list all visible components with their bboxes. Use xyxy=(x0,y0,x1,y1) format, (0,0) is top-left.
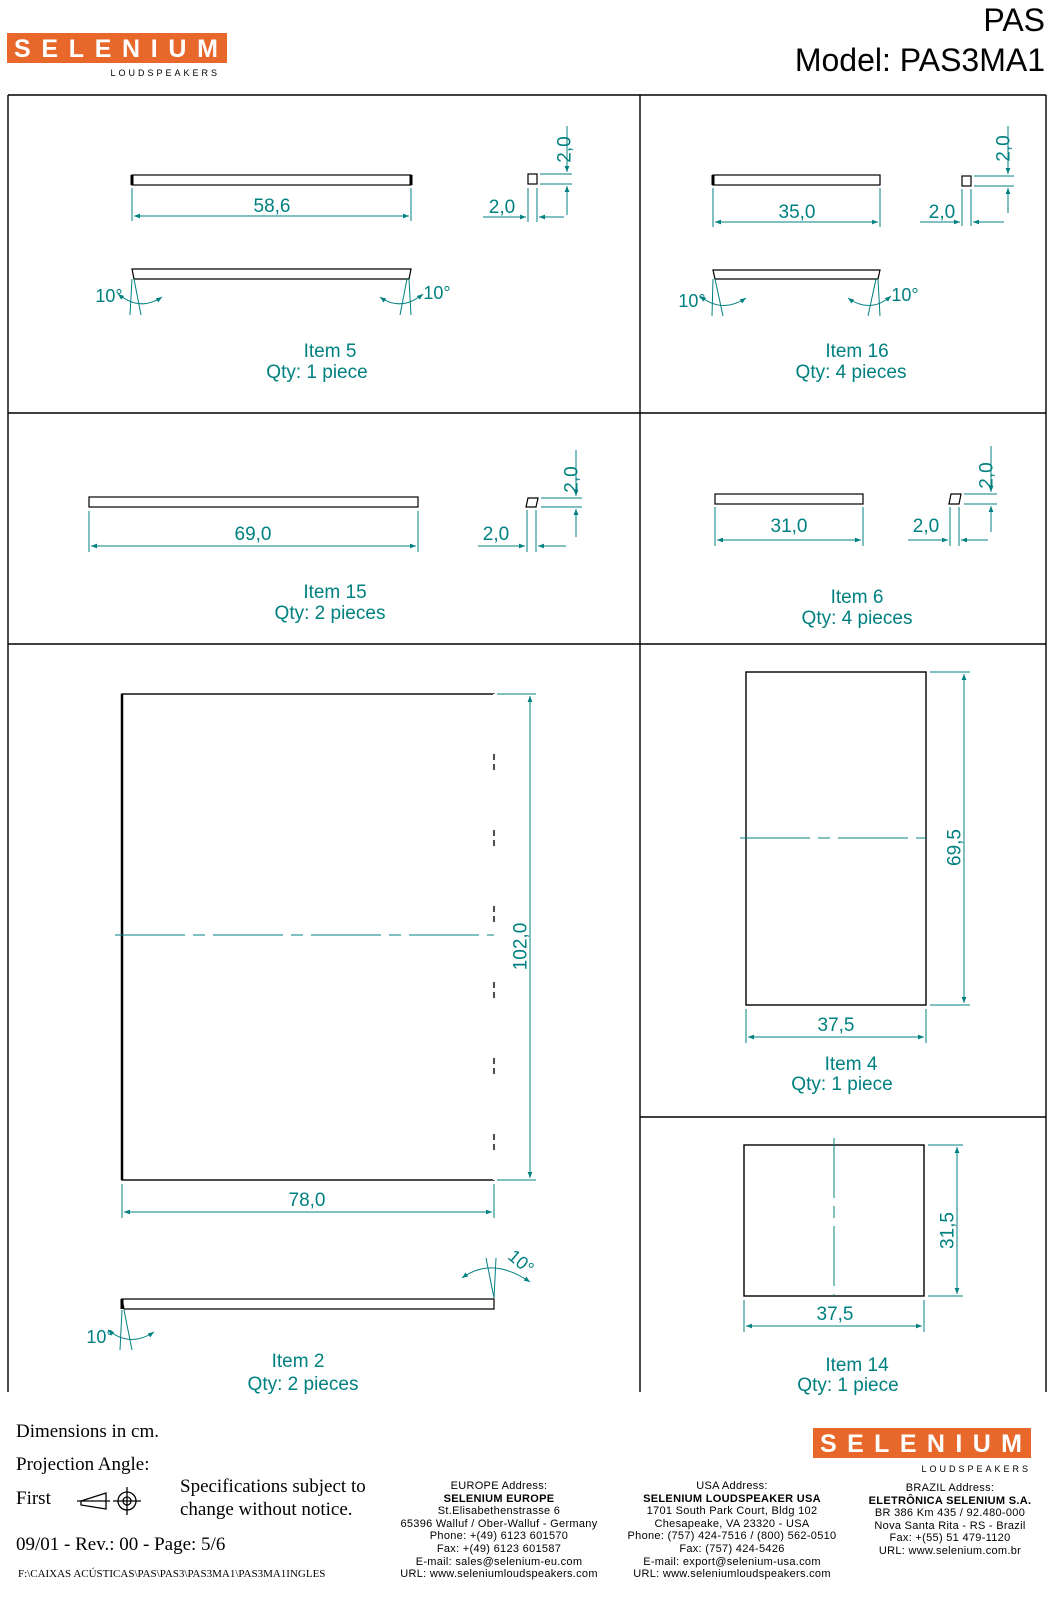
item16-name: Item 16 xyxy=(825,341,889,362)
frame-grid xyxy=(7,94,1047,1392)
item2-angle-left-label: 10° xyxy=(86,1327,114,1347)
projection-value: First xyxy=(16,1488,51,1509)
usa-label: USA Address: xyxy=(696,1480,768,1492)
projection-label: Projection Angle: xyxy=(16,1454,150,1475)
item14-drawing xyxy=(743,1138,963,1332)
model-title: Model: PAS3MA1 xyxy=(794,42,1045,78)
selenium-logo: SELENIUM LOUDSPEAKERS xyxy=(7,33,227,86)
spec-note-line1: Specifications subject to xyxy=(180,1476,366,1497)
item2-name: Item 2 xyxy=(271,1351,325,1372)
selenium-logo-footer: SELENIUM LOUDSPEAKERS xyxy=(813,1428,1033,1481)
item14-width-label: 37,5 xyxy=(816,1304,854,1325)
item4-width-label: 37,5 xyxy=(817,1015,855,1036)
item6-width-label: 2,0 xyxy=(912,516,940,537)
item15-thickness-label: 2,0 xyxy=(561,466,583,493)
item14-name: Item 14 xyxy=(825,1355,889,1376)
item5-width-label: 2,0 xyxy=(488,197,516,218)
brazil-line: Nova Santa Rita - RS - Brazil xyxy=(874,1519,1026,1532)
usa-email: E-mail: export@selenium-usa.com xyxy=(643,1555,821,1568)
europe-url: URL: www.seleniumloudspeakers.com xyxy=(400,1568,598,1581)
europe-line: Fax: +(49) 6123 601587 xyxy=(436,1542,562,1555)
item15-qty: Qty: 2 pieces xyxy=(274,603,386,624)
brazil-company: ELETRÔNICA SELENIUM S.A. xyxy=(868,1494,1032,1507)
item4-name: Item 4 xyxy=(824,1054,878,1075)
usa-line: Fax: (757) 424-5426 xyxy=(679,1542,785,1555)
item5-thickness-label: 2,0 xyxy=(554,136,576,163)
item16-angle-right-label: 10° xyxy=(891,285,919,305)
item6-drawing xyxy=(714,446,997,546)
item2-width-label: 78,0 xyxy=(288,1190,326,1211)
europe-line: 65396 Walluf / Ober-Walluf - Germany xyxy=(400,1517,598,1530)
item15-length-label: 69,0 xyxy=(234,524,272,545)
item5-name: Item 5 xyxy=(303,341,357,362)
item4-height-label: 69,5 xyxy=(944,829,966,866)
svg-text:LOUDSPEAKERS: LOUDSPEAKERS xyxy=(921,1464,1031,1474)
item14-height-label: 31,5 xyxy=(937,1212,959,1249)
europe-company: SELENIUM EUROPE xyxy=(443,1492,555,1505)
item16-width-label: 2,0 xyxy=(928,202,956,223)
item6-name: Item 6 xyxy=(830,587,884,608)
europe-email: E-mail: sales@selenium-eu.com xyxy=(415,1555,583,1568)
brazil-address: BRAZIL Address: ELETRÔNICA SELENIUM S.A.… xyxy=(852,1482,1048,1558)
item6-qty: Qty: 4 pieces xyxy=(801,608,913,629)
europe-line: St.Elisabethenstrasse 6 xyxy=(437,1505,561,1518)
brazil-url: URL: www.selenium.com.br xyxy=(878,1544,1022,1557)
item5-drawing xyxy=(117,126,572,316)
item6-length-label: 31,0 xyxy=(770,516,808,537)
item16-thickness-label: 2,0 xyxy=(993,135,1015,162)
item6-thickness-label: 2,0 xyxy=(976,462,998,489)
europe-line: Phone: +(49) 6123 601570 xyxy=(429,1530,569,1543)
usa-company: SELENIUM LOUDSPEAKER USA xyxy=(643,1492,821,1505)
item16-angle-left-label: 10° xyxy=(678,291,706,311)
item4-qty: Qty: 1 piece xyxy=(791,1074,893,1095)
revision-info: 09/01 - Rev.: 00 - Page: 5/6 xyxy=(16,1534,226,1555)
usa-line: Chesapeake, VA 23320 - USA xyxy=(654,1517,810,1530)
item16-qty: Qty: 4 pieces xyxy=(795,362,907,383)
item2-height-label: 102,0 xyxy=(510,922,532,971)
item5-angle-left-label: 10° xyxy=(95,286,123,306)
item5-angle-right-label: 10° xyxy=(423,283,451,303)
brazil-label: BRAZIL Address: xyxy=(905,1482,995,1494)
svg-text:LOUDSPEAKERS: LOUDSPEAKERS xyxy=(110,68,220,78)
item2-drawing xyxy=(107,693,536,1351)
item15-drawing xyxy=(88,450,582,552)
spec-note-line2: change without notice. xyxy=(180,1499,353,1520)
item16-drawing xyxy=(699,126,1014,317)
brazil-line: Fax: +(55) 51 479-1120 xyxy=(889,1532,1011,1545)
item2-qty: Qty: 2 pieces xyxy=(247,1374,359,1395)
usa-line: Phone: (757) 424-7516 / (800) 562-0510 xyxy=(627,1530,837,1543)
europe-address: EUROPE Address: SELENIUM EUROPE St.Elisa… xyxy=(384,1480,614,1581)
dimensions-note: Dimensions in cm. xyxy=(16,1421,160,1442)
usa-url: URL: www.seleniumloudspeakers.com xyxy=(633,1568,831,1581)
brazil-line: BR 386 Km 435 / 92.480-000 xyxy=(874,1507,1026,1520)
usa-line: 1701 South Park Court, Bldg 102 xyxy=(646,1505,818,1518)
first-angle-projection-icon xyxy=(77,1487,141,1515)
file-path: F:\CAIXAS ACÚSTICAS\PAS\PAS3\PAS3MA1\PAS… xyxy=(18,1568,326,1580)
item4-drawing xyxy=(740,671,970,1043)
usa-address: USA Address: SELENIUM LOUDSPEAKER USA 17… xyxy=(614,1480,850,1581)
item15-width-label: 2,0 xyxy=(482,524,510,545)
item16-length-label: 35,0 xyxy=(778,202,816,223)
item15-name: Item 15 xyxy=(303,582,367,603)
item5-qty: Qty: 1 piece xyxy=(266,362,368,383)
europe-label: EUROPE Address: xyxy=(450,1480,548,1492)
item14-qty: Qty: 1 piece xyxy=(797,1375,899,1396)
page-title: PAS xyxy=(983,2,1045,38)
item5-length-label: 58,6 xyxy=(253,196,291,217)
